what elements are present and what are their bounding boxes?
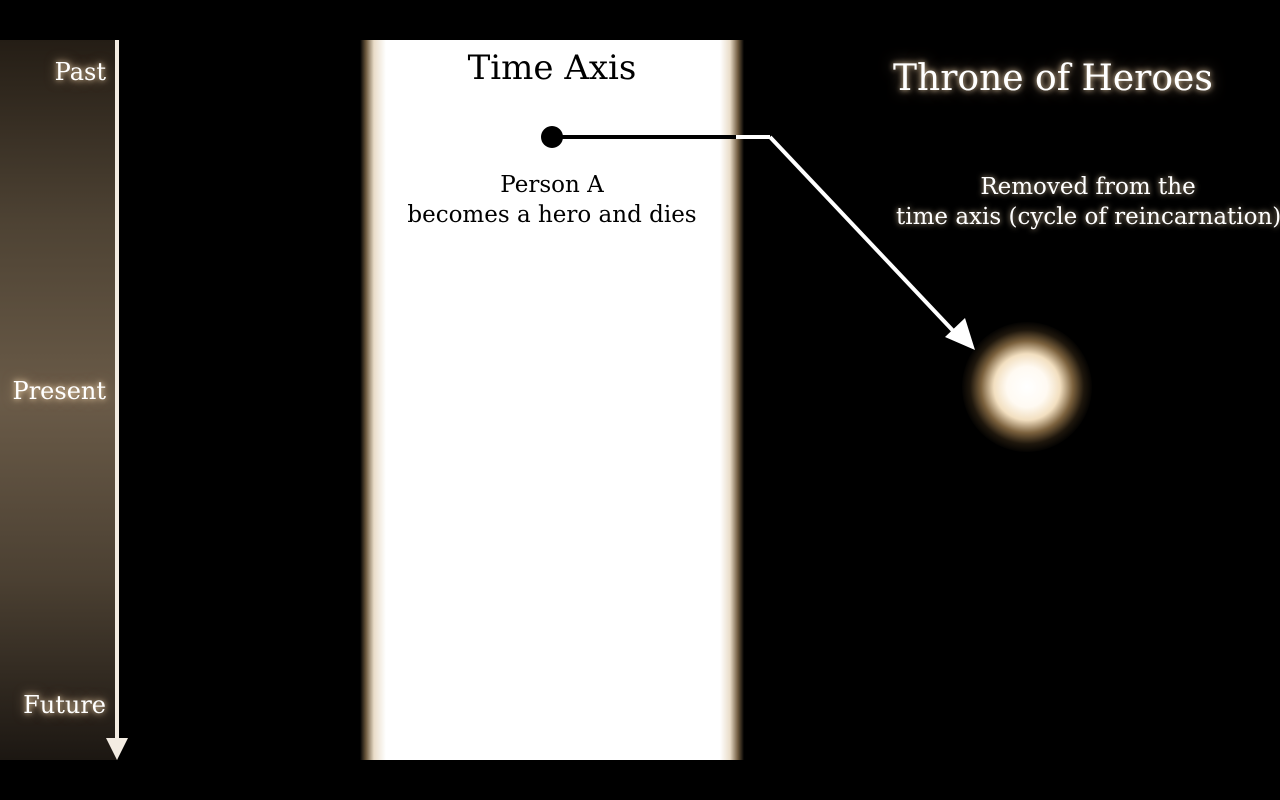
timeline-label-past: Past: [54, 58, 106, 86]
timeline-line: [115, 40, 119, 746]
person-a-name: Person A: [500, 172, 604, 198]
timeline-arrow-icon: [106, 738, 128, 760]
connector-arrow-line: [768, 135, 960, 338]
person-a-dot: [541, 126, 563, 148]
timeline-label-present: Present: [12, 377, 106, 405]
removed-note: Removed from the time axis (cycle of rei…: [896, 172, 1280, 232]
hero-orb: [962, 322, 1092, 452]
throne-title: Throne of Heroes: [893, 58, 1213, 99]
person-a-label: Person A becomes a hero and dies: [380, 170, 724, 230]
timeline-panel: [0, 40, 118, 760]
person-a-description: becomes a hero and dies: [407, 202, 697, 228]
removed-note-line2: time axis (cycle of reincarnation): [896, 204, 1280, 230]
connector-arrowhead-icon: [945, 318, 975, 350]
time-axis-title: Time Axis: [467, 48, 637, 88]
timeline-label-future: Future: [23, 691, 106, 719]
time-axis-band: [360, 40, 744, 760]
removed-note-line1: Removed from the: [980, 174, 1196, 200]
